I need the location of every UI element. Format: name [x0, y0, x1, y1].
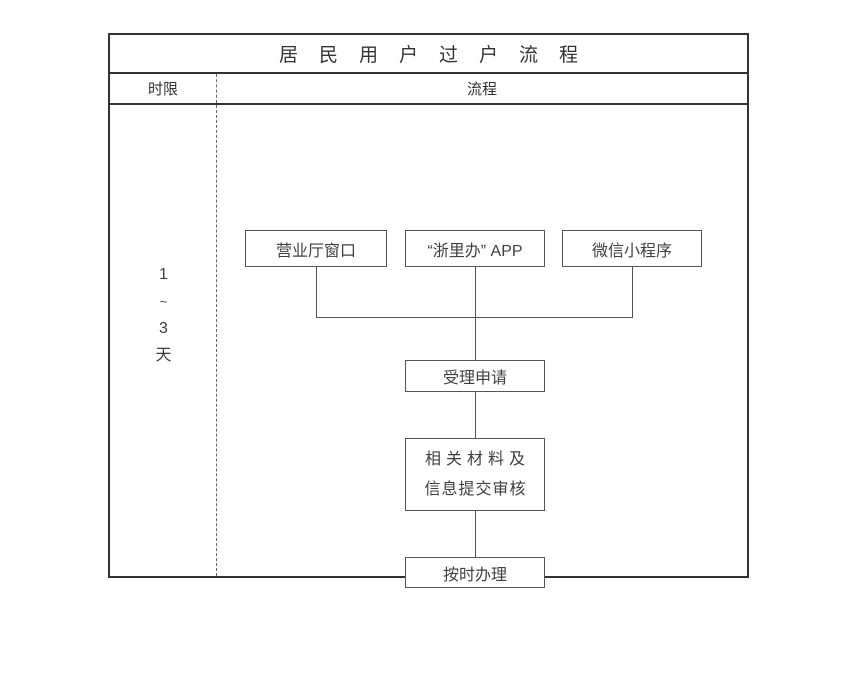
- header-row: 时限 流程: [110, 74, 747, 105]
- flow-box-materials-review: 相关材料及 信息提交审核: [405, 438, 545, 511]
- time-limit-line-3: 3: [159, 320, 168, 337]
- time-limit-line-1: 1: [159, 266, 168, 283]
- connector-channel-1-down: [316, 267, 317, 317]
- time-limit-cell: [110, 105, 217, 576]
- time-limit-value: 1 ~ 3 天: [110, 261, 217, 369]
- flow-box-accept-application: 受理申请: [405, 360, 545, 392]
- connector-join-horizontal: [316, 317, 633, 318]
- connector-to-materials: [475, 392, 476, 438]
- flow-diagram: 营业厅窗口 “浙里办” APP 微信小程序 受理申请 相关材料及 信息提交审核 …: [110, 107, 747, 588]
- connector-channel-3-down: [632, 267, 633, 317]
- connector-channel-2-down: [475, 267, 476, 317]
- body-row: [110, 105, 747, 576]
- title-row: 居民用户过户流程: [110, 35, 747, 74]
- connector-to-accept: [475, 317, 476, 360]
- time-limit-unit: 天: [155, 347, 172, 364]
- column-header-time-limit: 时限: [110, 74, 217, 103]
- flow-box-zheliban-app: “浙里办” APP: [405, 230, 545, 267]
- connector-to-ontime: [475, 511, 476, 557]
- flow-box-handle-on-time: 按时办理: [405, 557, 545, 588]
- materials-review-line-2: 信息提交审核: [424, 480, 527, 498]
- flow-box-wechat-miniprogram: 微信小程序: [562, 230, 702, 267]
- process-table: 居民用户过户流程 时限 流程 1 ~ 3 天 营业厅窗口 “浙里办” APP 微…: [108, 33, 749, 588]
- column-header-process: 流程: [466, 81, 497, 98]
- flow-box-business-hall: 营业厅窗口: [245, 230, 387, 267]
- page-title: 居民用户过户流程: [278, 45, 599, 66]
- time-limit-tilde: ~: [159, 294, 168, 309]
- materials-review-line-1: 相关材料及: [424, 450, 530, 468]
